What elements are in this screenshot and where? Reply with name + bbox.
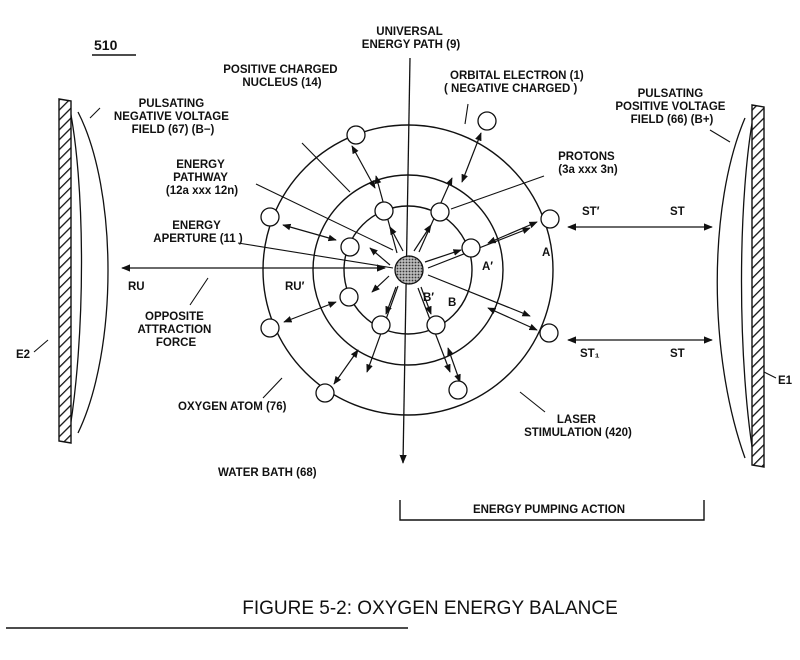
- leader-lines: [33, 103, 777, 413]
- electron: [260, 318, 280, 338]
- st-prime-label: ST′: [582, 206, 600, 218]
- electron: [374, 201, 394, 221]
- e1-label: E1: [778, 375, 793, 387]
- electron: [340, 237, 360, 257]
- electrons: [260, 111, 560, 403]
- oxygen-atom-label: OXYGEN ATOM (76): [178, 401, 287, 413]
- figure-caption: FIGURE 5-2: OXYGEN ENERGY BALANCE: [242, 598, 618, 619]
- energy-pumping-label: ENERGY PUMPING ACTION: [473, 504, 625, 516]
- ru-prime-label: RU′: [285, 281, 305, 293]
- negative-field-label: PULSATING NEGATIVE VOLTAGE FIELD (67) (B…: [114, 98, 232, 136]
- nucleus-label: POSITIVE CHARGED NUCLEUS (14): [223, 64, 341, 89]
- figure-number: 510: [94, 37, 118, 53]
- electron: [339, 287, 359, 307]
- electron: [315, 383, 335, 403]
- st-one-label: ST₁: [580, 348, 600, 360]
- b-prime-label: B′: [423, 292, 434, 304]
- e2-label: E2: [16, 349, 30, 361]
- a-label: A: [542, 247, 550, 259]
- ru-label: RU: [128, 281, 145, 293]
- st-top-label: ST: [670, 206, 685, 218]
- laser-label: LASER STIMULATION (420): [524, 414, 632, 439]
- electron-label: ORBITAL ELECTRON (1) ( NEGATIVE CHARGED …: [444, 70, 587, 95]
- electron: [430, 202, 450, 222]
- energy-pathway-label: ENERGY PATHWAY (12a xxx 12n): [166, 159, 238, 197]
- electron: [539, 323, 559, 343]
- electron: [540, 209, 560, 229]
- protons-label: PROTONS (3a xxx 3n): [558, 151, 618, 176]
- negative-plate-e2: [58, 98, 109, 444]
- electron: [426, 315, 446, 335]
- st-bottom-label: ST: [670, 348, 685, 360]
- labels: UNIVERSAL ENERGY PATH (9) POSITIVE CHARG…: [16, 26, 793, 516]
- outer-electron-arrows: [282, 132, 538, 385]
- positive-nucleus: [394, 255, 424, 285]
- positive-field-label: PULSATING POSITIVE VOLTAGE FIELD (66) (B…: [615, 88, 728, 126]
- electron: [260, 207, 280, 227]
- electron: [477, 111, 497, 131]
- electron: [461, 238, 481, 258]
- electron: [371, 315, 391, 335]
- b-label: B: [448, 297, 456, 309]
- electron: [448, 380, 468, 400]
- water-bath-label: WATER BATH (68): [218, 467, 317, 479]
- a-prime-label: A′: [482, 261, 493, 273]
- electron: [346, 125, 366, 145]
- positive-plate-e1: [716, 104, 765, 468]
- universal-path-label: UNIVERSAL ENERGY PATH (9): [362, 26, 461, 51]
- energy-aperture-label: ENERGY APERTURE (11 ): [153, 220, 243, 245]
- opposite-force-label: OPPOSITE ATTRACTION FORCE: [137, 311, 214, 349]
- energy-pumping-bracket: [399, 500, 705, 521]
